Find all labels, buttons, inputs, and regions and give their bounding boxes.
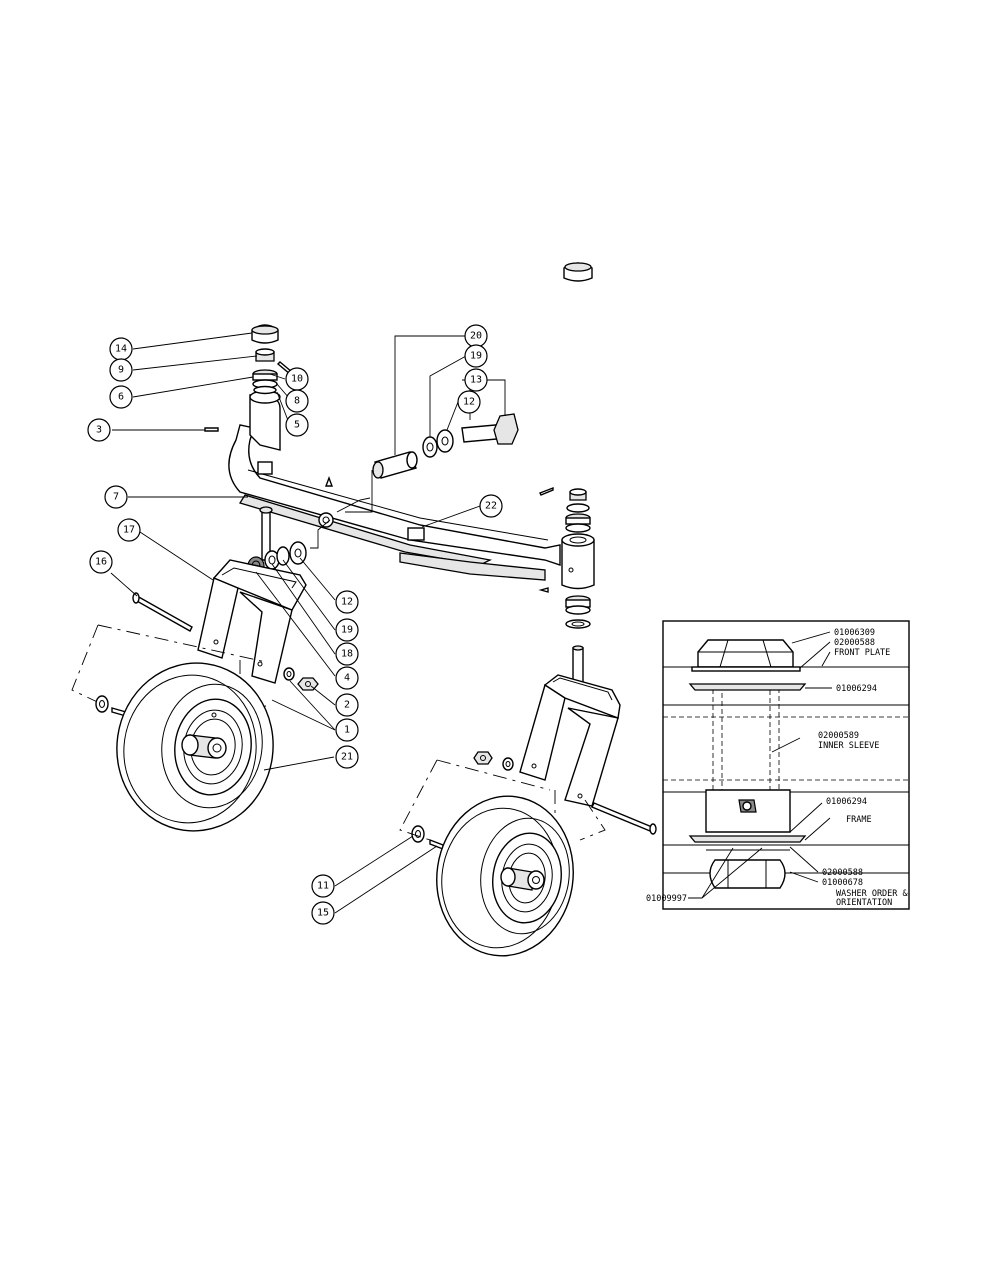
detail-label-front-plate: FRONT PLATE	[834, 648, 890, 658]
detail-bottom-nut	[709, 859, 786, 889]
callout-10: 10	[285, 367, 309, 391]
detail-label-frame: FRAME	[846, 815, 872, 825]
detail-lower-hub	[688, 789, 807, 851]
detail-label-02000589: 02000589	[818, 731, 859, 741]
callout-19-top: 19	[464, 344, 488, 368]
callout-19-left-label: 19	[341, 625, 353, 636]
detail-label-01009997: 01009997	[646, 894, 687, 904]
detail-label-01006294-bottom: 01006294	[826, 797, 867, 807]
callout-9: 9	[109, 358, 133, 382]
callout-12-left: 12	[335, 590, 359, 614]
callout-18-label: 18	[341, 649, 353, 660]
callout-16: 16	[89, 550, 113, 574]
callout-17-label: 17	[123, 525, 135, 536]
detail-label-01000678: 01000678	[822, 878, 863, 888]
callout-13: 13	[464, 368, 488, 392]
callout-3: 3	[87, 418, 111, 442]
detail-label-01006309: 01006309	[834, 628, 875, 638]
right-axle-bolt	[591, 802, 657, 835]
detail-top-nut	[691, 639, 801, 672]
callout-4-label: 4	[344, 673, 350, 684]
callout-14: 14	[109, 337, 133, 361]
callout-14-label: 14	[115, 344, 127, 355]
right-wheel-hardware	[411, 751, 514, 851]
callout-22-label: 22	[485, 501, 497, 512]
callout-11: 11	[311, 874, 335, 898]
detail-label-02000588-bottom: 02000588	[822, 868, 863, 878]
callout-6: 6	[109, 385, 133, 409]
detail-label-washer-order: WASHER ORDER &	[836, 889, 909, 899]
callout-12-top: 12	[457, 390, 481, 414]
left-wheel-alignment-lines	[71, 624, 267, 711]
callout-10-label: 10	[291, 374, 303, 385]
detail-label-orientation: ORIENTATION	[836, 898, 892, 908]
callout-19-top-label: 19	[470, 351, 482, 362]
right-caster-yoke	[519, 674, 621, 807]
pivot-bolt-assembly	[345, 413, 519, 513]
detail-label-inner-sleeve: INNER SLEEVE	[818, 741, 879, 751]
callout-16-label: 16	[95, 557, 107, 568]
callout-15-label: 15	[317, 908, 329, 919]
right-spindle-housing	[561, 533, 595, 590]
cotter-pin-3	[204, 427, 219, 432]
left-caster-yoke	[197, 559, 307, 684]
callout-20-label: 20	[470, 331, 482, 342]
callout-9-label: 9	[118, 365, 124, 376]
callout-15: 15	[311, 901, 335, 925]
callout-19-left: 19	[335, 618, 359, 642]
callout-18: 18	[335, 642, 359, 666]
detail-label-02000588-top: 02000588	[834, 638, 875, 648]
callout-8: 8	[285, 389, 309, 413]
callout-12-left-label: 12	[341, 597, 353, 608]
callout-12-top-label: 12	[463, 397, 475, 408]
callout-5-label: 5	[294, 420, 300, 431]
callout-2: 2	[335, 693, 359, 717]
front-axle-beam	[228, 424, 561, 581]
callout-20: 20	[464, 324, 488, 348]
left-hub-stack	[251, 324, 294, 395]
left-wheel	[116, 662, 274, 832]
callout-17: 17	[117, 518, 141, 542]
callout-1-label: 1	[344, 725, 350, 736]
callout-6-label: 6	[118, 392, 124, 403]
callout-5: 5	[285, 413, 309, 437]
right-wheel	[436, 795, 574, 957]
callout-21: 21	[335, 745, 359, 769]
callout-3-label: 3	[96, 425, 102, 436]
callout-8-label: 8	[294, 396, 300, 407]
left-spindle-housing	[249, 390, 281, 451]
detail-label-01006294-top: 01006294	[836, 684, 877, 694]
callout-1: 1	[335, 718, 359, 742]
callout-7: 7	[104, 485, 128, 509]
left-wheel-hardware	[95, 667, 319, 717]
detail-washer-top	[688, 683, 807, 691]
right-hub-stack-top	[539, 262, 593, 533]
callout-22: 22	[479, 494, 503, 518]
washer-order-detail: 01006309 02000588 FRONT PLATE 01006294 0…	[646, 620, 910, 910]
callout-21-label: 21	[341, 752, 353, 763]
callout-4: 4	[335, 666, 359, 690]
callout-11-label: 11	[317, 881, 329, 892]
callout-13-label: 13	[470, 375, 482, 386]
callout-7-label: 7	[113, 492, 119, 503]
right-wheel-alignment-lines	[399, 759, 606, 841]
left-axle-bolt	[132, 592, 193, 632]
callout-2-label: 2	[344, 700, 350, 711]
